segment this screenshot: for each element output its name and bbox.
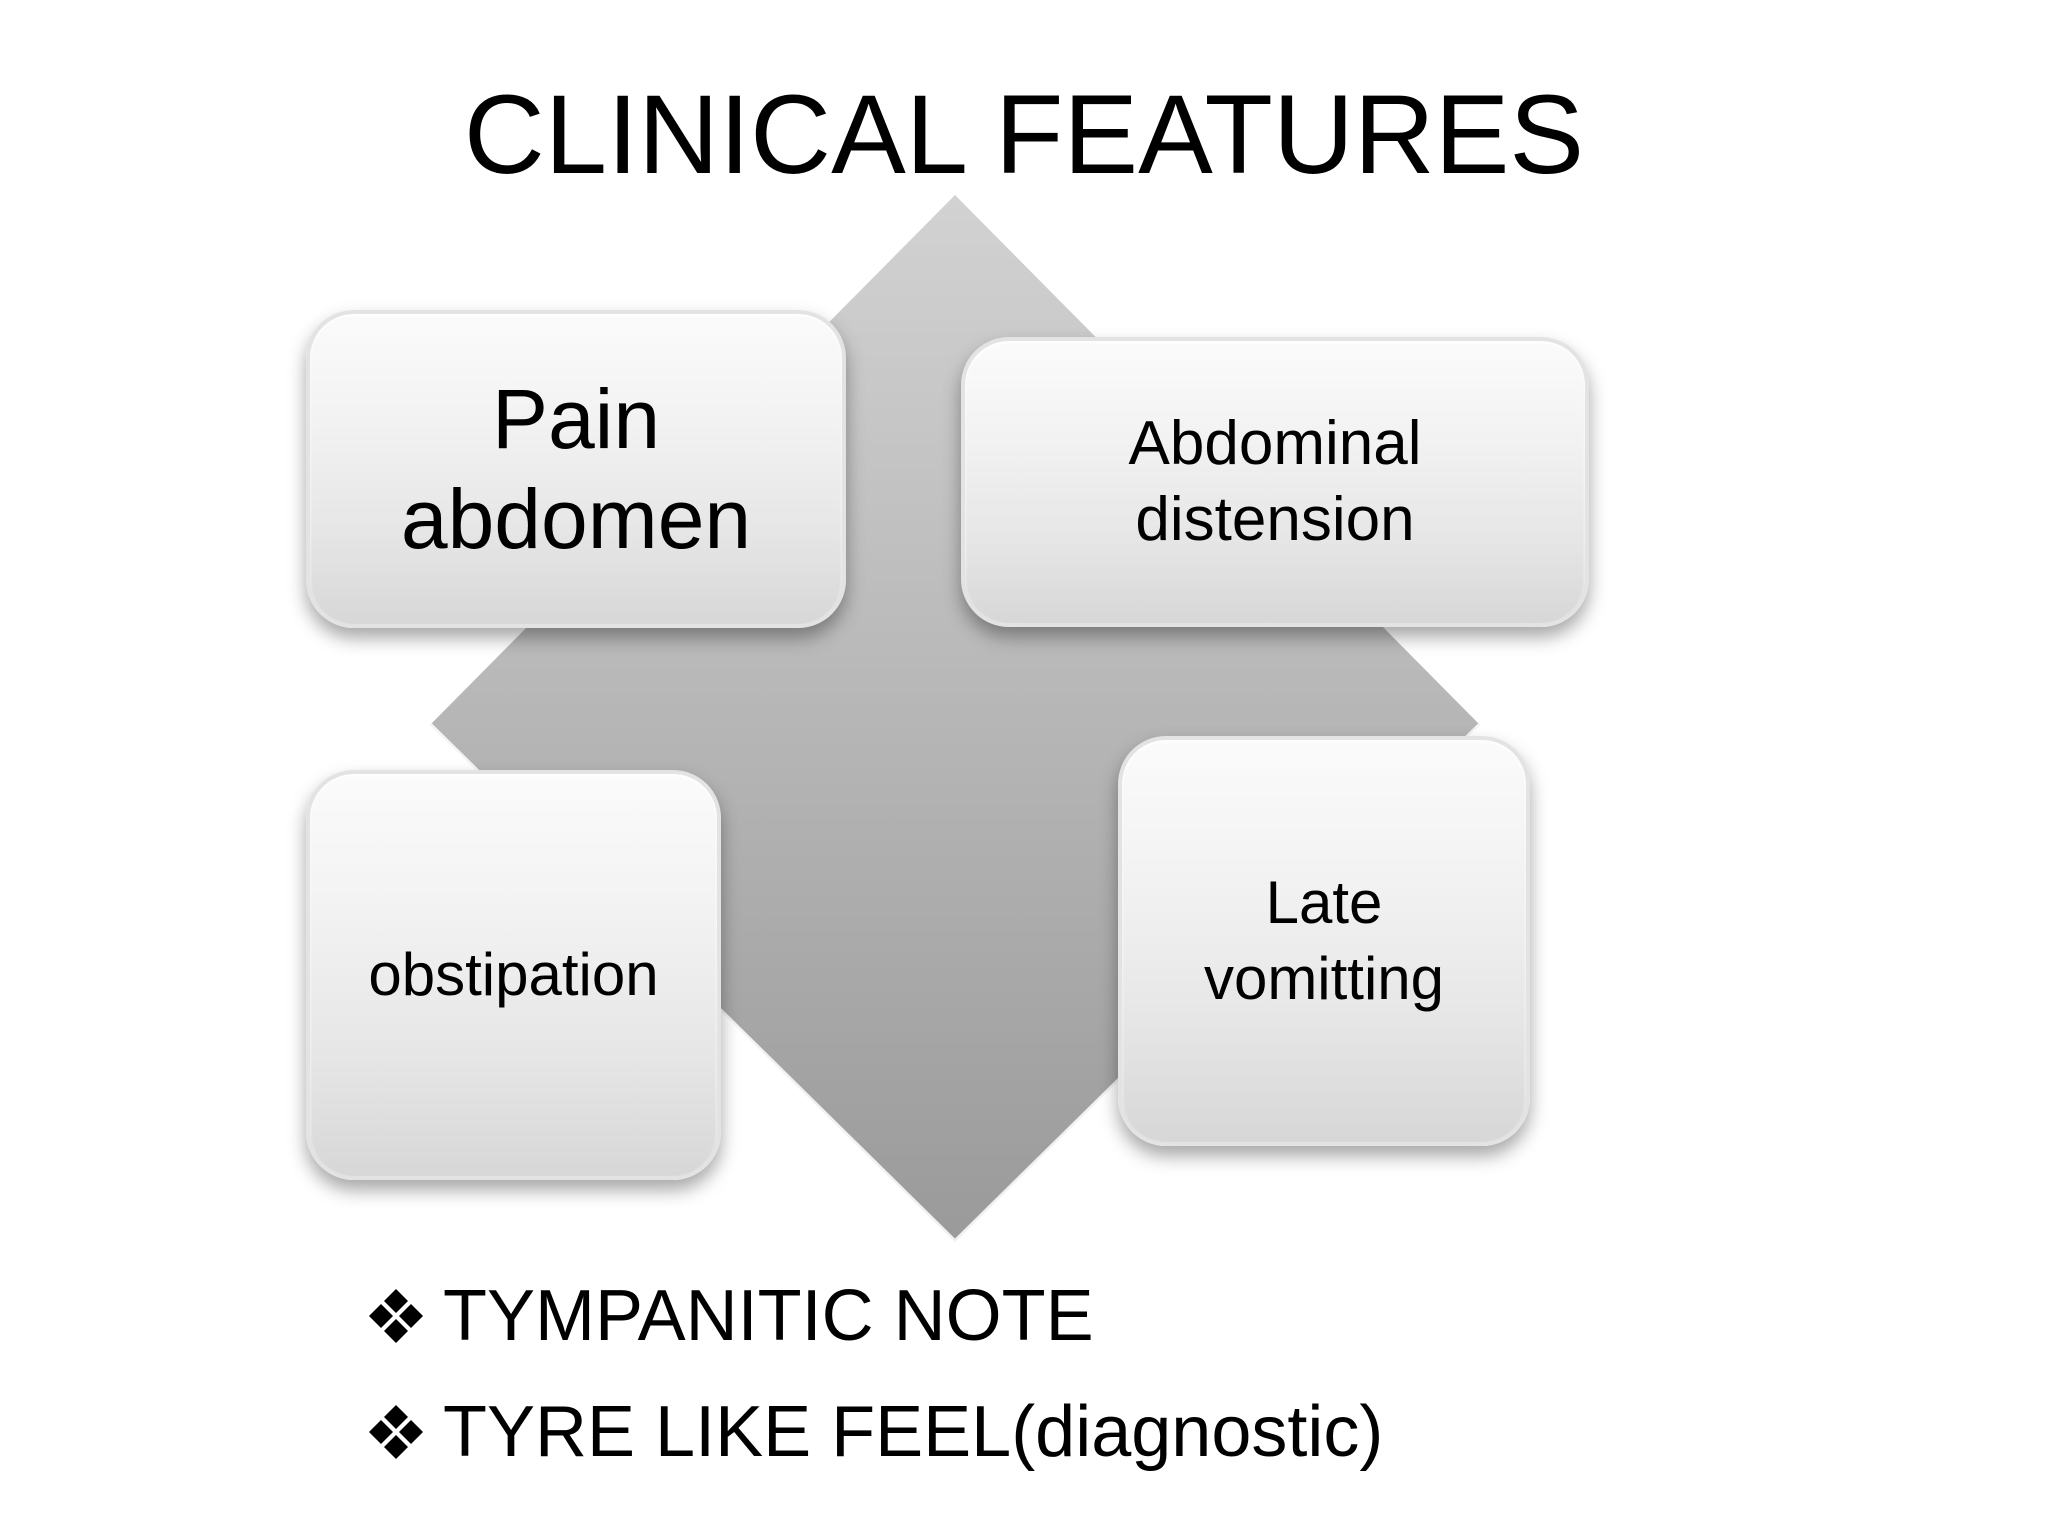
late-vomiting-label: Late vomitting <box>1203 869 1445 1012</box>
bullet-text: TYMPANITIC NOTE <box>443 1276 1094 1356</box>
pain-abdomen-label: Pain abdomen <box>400 372 752 566</box>
bullet-list: TYMPANITIC NOTE TYRE LIKE FEEL(diagnosti… <box>365 1258 1383 1490</box>
pain-abdomen-box: Pain abdomen <box>306 310 846 628</box>
obstipation-label: obstipation <box>368 941 659 1008</box>
abdominal-distension-box: Abdominal distension <box>961 337 1589 627</box>
bullet-item: TYRE LIKE FEEL(diagnostic) <box>365 1374 1383 1490</box>
bullet-text: TYRE LIKE FEEL(diagnostic) <box>443 1392 1384 1472</box>
late-vomiting-box: Late vomitting <box>1118 736 1530 1146</box>
slide-title: CLINICAL FEATURES <box>463 72 1585 197</box>
bullet-item: TYMPANITIC NOTE <box>365 1258 1383 1374</box>
abdominal-distension-label: Abdominal distension <box>1128 409 1422 554</box>
obstipation-box: obstipation <box>306 770 721 1180</box>
diamond-bullet-icon <box>369 1405 423 1459</box>
diamond-bullet-icon <box>369 1289 423 1343</box>
